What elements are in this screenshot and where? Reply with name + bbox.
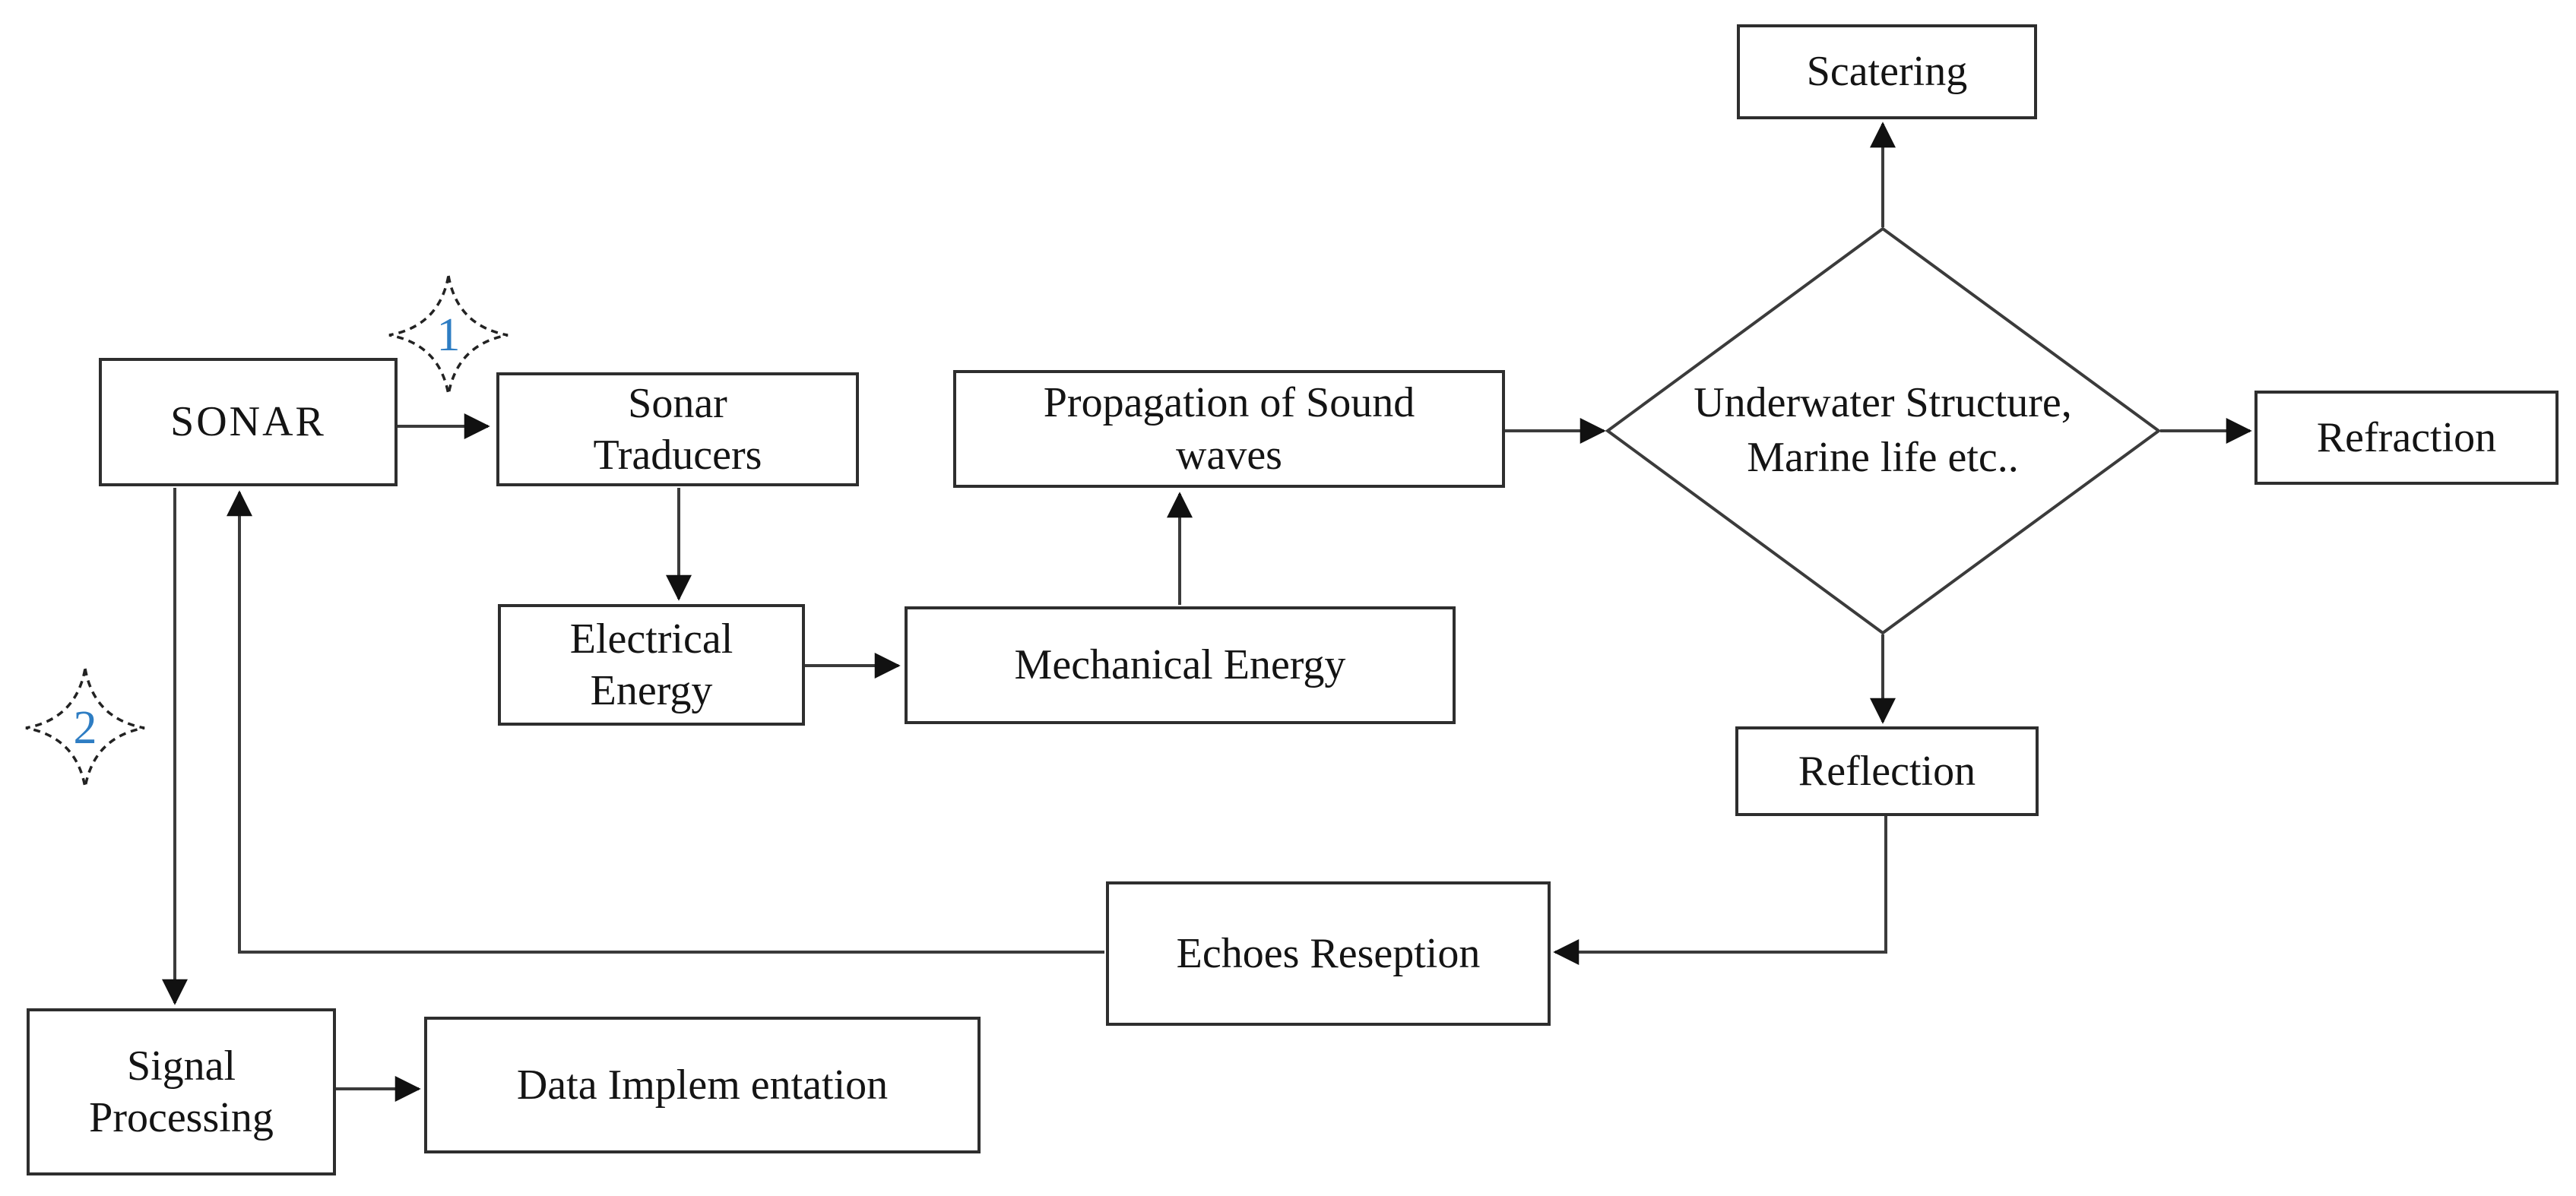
node-scatering: Scatering [1737,24,2037,119]
node-sonar: SONAR [99,358,398,486]
node-refraction: Refraction [2254,391,2559,485]
step-marker-1-digit: 1 [436,309,461,361]
node-electrical-energy: Electrical Energy [498,604,805,726]
decision-diamond-shape [1605,226,2162,635]
arrow-echoes-to-sonar [227,490,1104,954]
four-point-star-icon [388,275,509,395]
four-point-star-icon [25,668,145,788]
decision-diamond-label: Underwater Structure, Marine life etc.. [1694,379,2072,481]
step-marker-2-digit: 2 [73,702,97,754]
node-sonar-traducers: Sonar Traducers [496,372,859,486]
node-reflection: Reflection [1735,726,2039,816]
node-mechanical-energy: Mechanical Energy [905,606,1456,724]
node-propagation-of-sound-waves: Propagation of Sound waves [953,370,1505,488]
arrow-reflection-to-echoes [1553,816,1887,965]
node-signal-processing: Signal Processing [27,1008,336,1175]
node-echoes-reseption: Echoes Reseption [1106,881,1551,1026]
node-data-implementation: Data Implem entation [424,1017,981,1153]
